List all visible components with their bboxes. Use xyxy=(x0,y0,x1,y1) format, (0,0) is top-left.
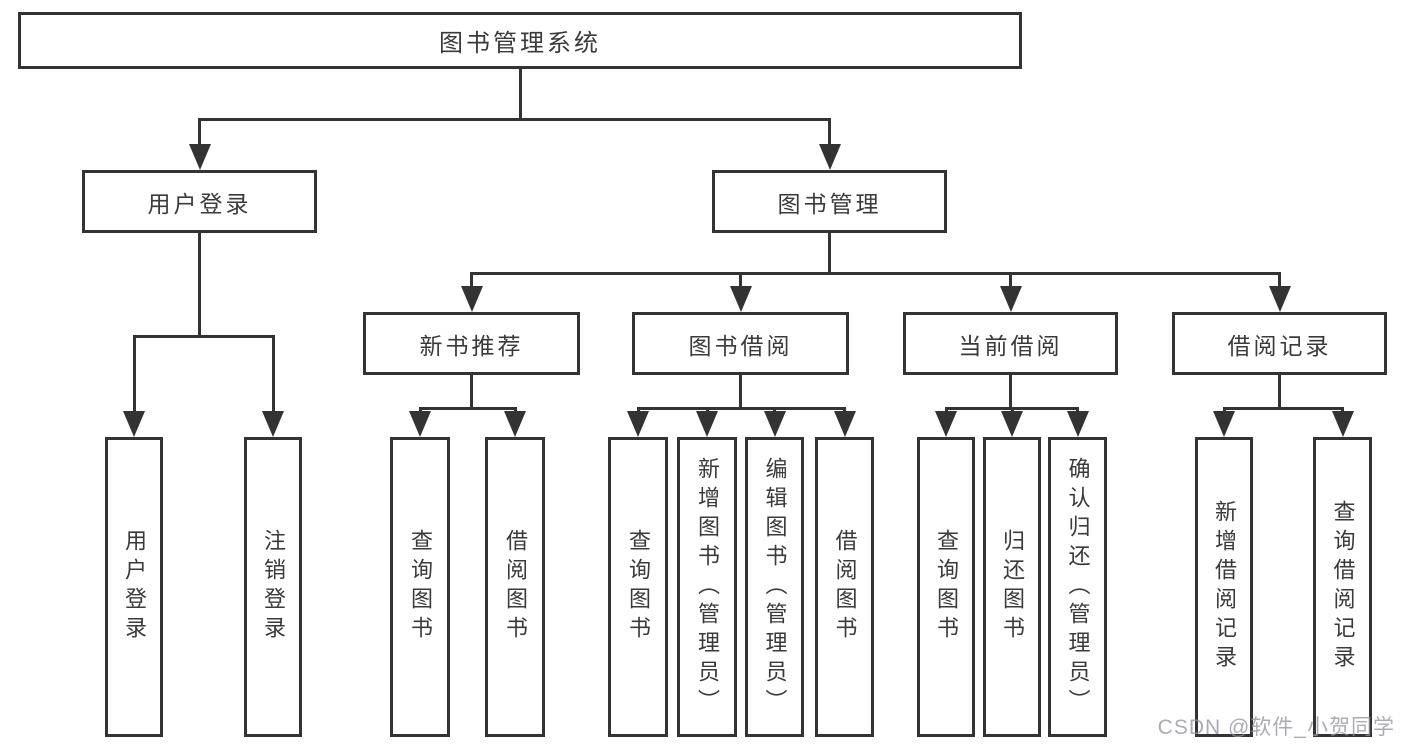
connector-stem xyxy=(1009,375,1012,410)
node-label-leaf-edit-books-admin: 编辑图书（管理员） xyxy=(762,456,788,718)
node-label-book-management: 图书管理 xyxy=(777,190,882,217)
node-leaf-borrow-books-2: 借阅图书 xyxy=(815,437,874,737)
connector-bus xyxy=(1222,407,1344,410)
arrow-down-icon xyxy=(123,411,145,437)
connector-drop xyxy=(513,407,517,413)
arrow-down-icon xyxy=(627,411,649,437)
connector-drop xyxy=(1341,407,1344,413)
connector-bus xyxy=(470,272,1281,275)
connector-drop xyxy=(132,335,136,413)
connector-stem xyxy=(470,375,473,410)
arrow-down-icon xyxy=(409,411,431,437)
arrow-down-icon xyxy=(262,411,284,437)
node-user-login: 用户登录 xyxy=(82,170,317,233)
connector-bus xyxy=(198,118,831,121)
node-label-leaf-borrow-books-1: 借阅图书 xyxy=(503,529,528,645)
connector-bus xyxy=(636,407,846,410)
connector-drop xyxy=(198,118,201,146)
node-leaf-edit-books-admin: 编辑图书（管理员） xyxy=(745,437,804,737)
node-label-leaf-user-login: 用户登录 xyxy=(122,529,147,645)
connector-stem xyxy=(828,233,831,275)
node-label-leaf-add-books-admin: 新增图书（管理员） xyxy=(695,456,720,718)
arrow-down-icon xyxy=(999,286,1022,312)
arrow-down-icon xyxy=(833,411,856,437)
connector-drop xyxy=(418,407,422,413)
connector-drop xyxy=(1222,407,1226,413)
connector-drop xyxy=(1010,407,1014,413)
node-library-system: 图书管理系统 xyxy=(18,12,1022,69)
node-leaf-confirm-return-admin: 确认归还（管理员） xyxy=(1048,437,1107,737)
connector-drop xyxy=(828,118,831,146)
connector-bus xyxy=(132,335,275,338)
connector-bus xyxy=(418,407,517,410)
connector-stem xyxy=(739,375,742,410)
node-leaf-logout-login: 注销登录 xyxy=(244,437,302,737)
connector-stem xyxy=(518,69,522,121)
arrow-down-icon xyxy=(1331,411,1354,437)
node-label-book-borrowing: 图书借阅 xyxy=(688,332,793,359)
node-label-current-borrowing: 当前借阅 xyxy=(958,332,1063,359)
node-book-borrowing: 图书借阅 xyxy=(632,312,849,375)
node-leaf-query-books-2: 查询图书 xyxy=(608,437,668,737)
arrow-down-icon xyxy=(460,286,483,312)
connector-drop xyxy=(843,407,846,413)
node-label-leaf-logout-login: 注销登录 xyxy=(261,529,286,645)
arrow-down-icon xyxy=(935,411,957,437)
arrow-down-icon xyxy=(1268,286,1291,312)
connector-drop xyxy=(636,407,640,413)
arrow-down-icon xyxy=(504,411,526,437)
arrow-down-icon xyxy=(1213,411,1235,437)
node-label-leaf-query-books-2: 查询图书 xyxy=(626,529,651,645)
connector-drop xyxy=(470,272,473,288)
node-new-book-recommend: 新书推荐 xyxy=(363,312,580,375)
node-borrowing-records: 借阅记录 xyxy=(1172,312,1387,375)
connector-drop xyxy=(1076,407,1079,413)
node-label-new-book-recommend: 新书推荐 xyxy=(419,332,524,359)
connector-drop xyxy=(705,407,709,413)
node-book-management: 图书管理 xyxy=(712,170,947,233)
node-leaf-query-books-1: 查询图书 xyxy=(390,437,450,737)
node-leaf-borrow-books-1: 借阅图书 xyxy=(485,437,545,737)
node-label-leaf-query-books-1: 查询图书 xyxy=(408,529,433,645)
arrow-down-icon xyxy=(188,144,211,170)
node-label-leaf-confirm-return-admin: 确认归还（管理员） xyxy=(1065,456,1091,718)
connector-drop xyxy=(739,272,742,288)
connector-stem xyxy=(1278,375,1281,410)
arrow-down-icon xyxy=(696,411,718,437)
node-leaf-query-borrow-record: 查询借阅记录 xyxy=(1313,437,1372,737)
connector-drop xyxy=(271,335,275,413)
connector-drop xyxy=(1009,272,1012,288)
node-leaf-user-login: 用户登录 xyxy=(105,437,163,737)
node-leaf-add-borrow-record: 新增借阅记录 xyxy=(1195,437,1253,737)
node-leaf-query-books-3: 查询图书 xyxy=(917,437,975,737)
arrow-down-icon xyxy=(818,144,841,170)
node-label-borrowing-records: 借阅记录 xyxy=(1227,332,1332,359)
node-label-leaf-query-borrow-record: 查询借阅记录 xyxy=(1330,500,1356,674)
arrow-down-icon xyxy=(729,286,752,312)
arrow-down-icon xyxy=(763,411,786,437)
node-label-user-login: 用户登录 xyxy=(147,190,252,217)
node-label-leaf-borrow-books-2: 借阅图书 xyxy=(832,529,858,645)
node-label-library-system: 图书管理系统 xyxy=(439,30,601,57)
connector-drop xyxy=(944,407,948,413)
connector-drop xyxy=(1278,272,1281,288)
connector-drop xyxy=(773,407,776,413)
node-leaf-return-books: 归还图书 xyxy=(983,437,1041,737)
connector-stem xyxy=(198,233,201,338)
node-leaf-add-books-admin: 新增图书（管理员） xyxy=(677,437,737,737)
arrow-down-icon xyxy=(1001,411,1023,437)
node-label-leaf-add-borrow-record: 新增借阅记录 xyxy=(1212,500,1237,674)
node-label-leaf-return-books: 归还图书 xyxy=(1000,529,1025,645)
arrow-down-icon xyxy=(1066,411,1089,437)
node-label-leaf-query-books-3: 查询图书 xyxy=(934,529,959,645)
node-current-borrowing: 当前借阅 xyxy=(903,312,1118,375)
